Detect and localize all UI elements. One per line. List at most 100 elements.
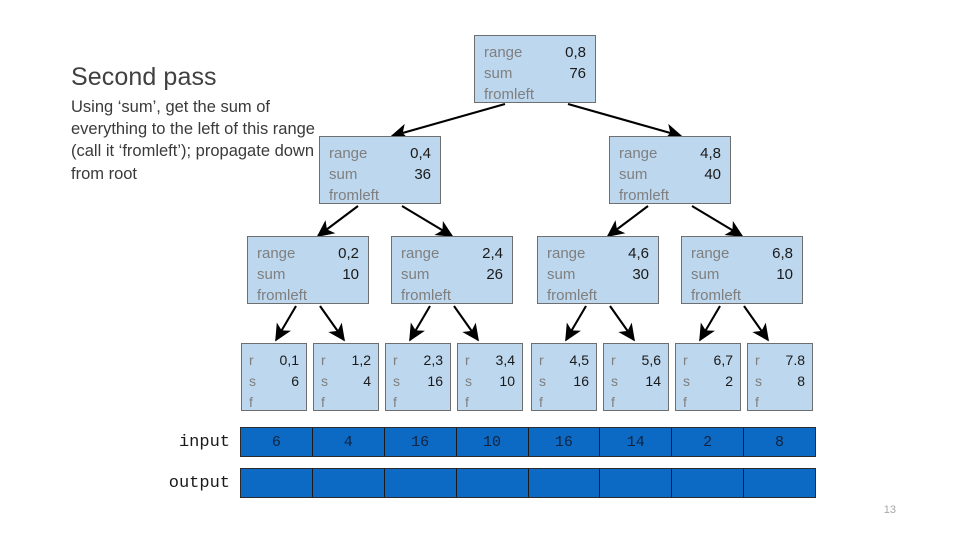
tree-leaf-4[interactable]: r 4,5 s 16 f xyxy=(531,343,597,411)
node-sum-label: sum xyxy=(257,266,286,283)
output-cell[interactable] xyxy=(313,469,385,497)
node-range-value: 0,1 xyxy=(279,352,299,368)
node-range-row: r 7.8 xyxy=(755,350,805,371)
node-sum-value: 16 xyxy=(427,373,443,389)
node-sum-value: 14 xyxy=(645,373,661,389)
input-cell[interactable]: 16 xyxy=(529,428,601,456)
tree-leaf-5[interactable]: r 5,6 s 14 f xyxy=(603,343,669,411)
node-fromleft-label: fromleft xyxy=(619,187,670,204)
input-cell[interactable]: 4 xyxy=(313,428,385,456)
node-range-row: r 3,4 xyxy=(465,350,515,371)
node-sum-value: 10 xyxy=(776,266,793,283)
tree-node-l2-3[interactable]: range 6,8 sum 10 fromleft xyxy=(681,236,803,304)
node-sum-row: s 6 xyxy=(249,371,299,392)
input-cell[interactable]: 8 xyxy=(775,433,785,451)
tree-node-l2-2[interactable]: range 4,6 sum 30 fromleft xyxy=(537,236,659,304)
node-range-value: 0,8 xyxy=(565,44,586,61)
node-sum-value: 4 xyxy=(363,373,371,389)
tree-node-l1-1[interactable]: range 4,8 sum 40 fromleft xyxy=(609,136,731,204)
node-range-row: r 2,3 xyxy=(393,350,443,371)
node-sum-value: 2 xyxy=(725,373,733,389)
node-range-row: range 4,8 xyxy=(619,143,721,164)
node-range-value: 6,8 xyxy=(772,245,793,262)
node-range-label: range xyxy=(691,245,730,262)
input-array[interactable]: 6 4 16 10 16 14 2 8 xyxy=(240,427,816,457)
tree-leaf-0[interactable]: r 0,1 s 6 f xyxy=(241,343,307,411)
node-range-row: range 6,8 xyxy=(691,243,793,264)
node-fromleft-label: f xyxy=(611,394,615,410)
tree-node-root[interactable]: range 0,8 sum 76 fromleft xyxy=(474,35,596,103)
output-cell[interactable] xyxy=(529,469,601,497)
input-array-label: input xyxy=(178,433,230,452)
node-sum-label: s xyxy=(683,373,690,389)
node-range-value: 4,6 xyxy=(628,245,649,262)
node-sum-row: sum 30 xyxy=(547,264,649,285)
node-sum-value: 26 xyxy=(486,266,503,283)
node-range-label: r xyxy=(249,352,254,368)
input-cell[interactable]: 16 xyxy=(385,428,457,456)
node-range-value: 6,7 xyxy=(713,352,733,368)
node-range-label: r xyxy=(393,352,398,368)
node-range-row: range 0,4 xyxy=(329,143,431,164)
node-sum-row: sum 10 xyxy=(691,264,793,285)
node-sum-label: s xyxy=(465,373,472,389)
node-sum-row: s 4 xyxy=(321,371,371,392)
tree-leaf-3[interactable]: r 3,4 s 10 f xyxy=(457,343,523,411)
node-sum-label: sum xyxy=(547,266,576,283)
node-range-label: range xyxy=(484,44,523,61)
node-fromleft-row: fromleft xyxy=(547,285,649,306)
output-cell[interactable] xyxy=(457,469,529,497)
node-fromleft-row: f xyxy=(755,392,805,413)
output-cell[interactable] xyxy=(241,469,313,497)
tree-node-l2-1[interactable]: range 2,4 sum 26 fromleft xyxy=(391,236,513,304)
node-range-row: range 4,6 xyxy=(547,243,649,264)
node-range-label: range xyxy=(257,245,296,262)
node-sum-row: s 16 xyxy=(539,371,589,392)
input-cell[interactable]: 14 xyxy=(600,428,673,456)
node-fromleft-label: fromleft xyxy=(257,287,308,304)
tree-leaf-7[interactable]: r 7.8 s 8 f xyxy=(747,343,813,411)
node-range-value: 2,3 xyxy=(423,352,443,368)
node-fromleft-row: f xyxy=(249,392,299,413)
input-cell[interactable]: 6 xyxy=(241,428,313,456)
node-fromleft-label: fromleft xyxy=(484,86,535,103)
node-range-row: r 1,2 xyxy=(321,350,371,371)
tree-leaf-6[interactable]: r 6,7 s 2 f xyxy=(675,343,741,411)
node-fromleft-row: f xyxy=(321,392,371,413)
node-sum-row: sum 76 xyxy=(484,63,586,84)
node-range-value: 2,4 xyxy=(482,245,503,262)
output-cell[interactable] xyxy=(744,469,815,497)
node-range-value: 0,4 xyxy=(410,145,431,162)
node-fromleft-row: fromleft xyxy=(484,84,586,105)
node-fromleft-label: f xyxy=(393,394,397,410)
node-sum-label: sum xyxy=(619,166,648,183)
output-cell[interactable] xyxy=(600,469,673,497)
node-range-label: r xyxy=(755,352,760,368)
slide-title: Second pass xyxy=(71,63,217,91)
node-fromleft-row: fromleft xyxy=(691,285,793,306)
node-sum-label: sum xyxy=(401,266,430,283)
node-range-row: r 6,7 xyxy=(683,350,733,371)
node-range-row: r 4,5 xyxy=(539,350,589,371)
node-sum-value: 10 xyxy=(342,266,359,283)
node-range-label: r xyxy=(321,352,326,368)
node-sum-label: s xyxy=(321,373,328,389)
input-cell[interactable]: 10 xyxy=(457,428,529,456)
node-sum-label: s xyxy=(249,373,256,389)
node-sum-row: sum 36 xyxy=(329,164,431,185)
node-range-label: range xyxy=(401,245,440,262)
output-array[interactable] xyxy=(240,468,816,498)
input-cell[interactable]: 2 xyxy=(672,428,745,456)
output-cell[interactable] xyxy=(672,469,745,497)
output-cell[interactable] xyxy=(385,469,457,497)
tree-leaf-1[interactable]: r 1,2 s 4 f xyxy=(313,343,379,411)
node-fromleft-row: fromleft xyxy=(257,285,359,306)
tree-node-l1-0[interactable]: range 0,4 sum 36 fromleft xyxy=(319,136,441,204)
tree-node-l2-0[interactable]: range 0,2 sum 10 fromleft xyxy=(247,236,369,304)
tree-leaf-2[interactable]: r 2,3 s 16 f xyxy=(385,343,451,411)
node-fromleft-label: fromleft xyxy=(401,287,452,304)
node-fromleft-label: fromleft xyxy=(329,187,380,204)
node-fromleft-row: f xyxy=(611,392,661,413)
node-sum-label: s xyxy=(539,373,546,389)
node-sum-value: 36 xyxy=(414,166,431,183)
